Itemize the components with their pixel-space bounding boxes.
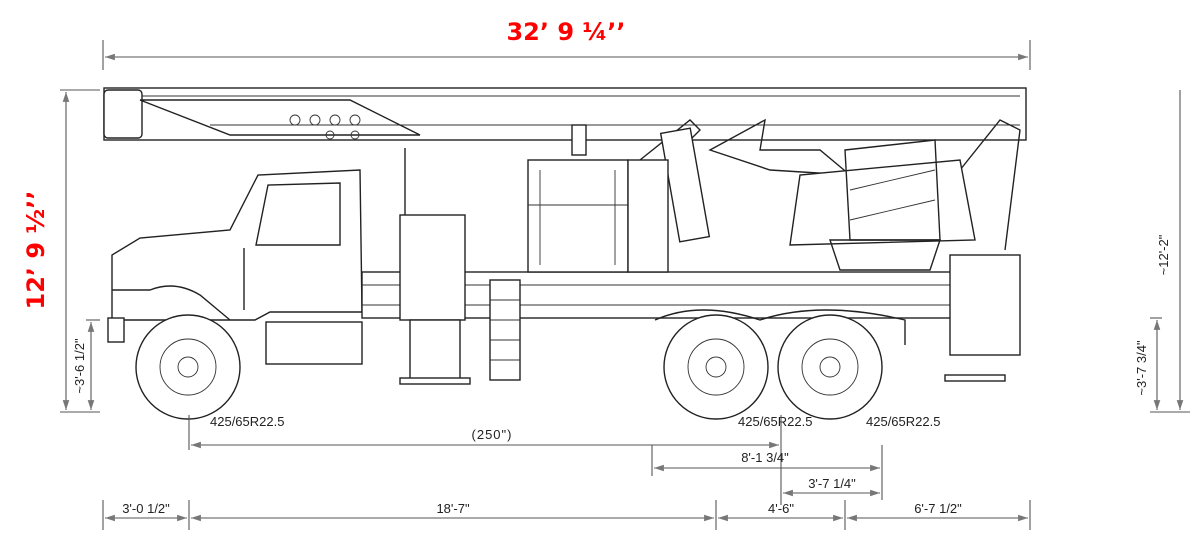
- front-frame-height-label: ~3'-6 1/2": [72, 338, 87, 394]
- rear-overhang-label: 6'-7 1/2": [914, 501, 962, 516]
- overall-length-label: 32’ 9 ¼’’: [506, 18, 625, 46]
- front-overhang-label: 3'-0 1/2": [122, 501, 170, 516]
- rear-wheel-front: [663, 314, 769, 420]
- wheelbase-label: (250"): [472, 427, 513, 442]
- front-wheel: [135, 314, 241, 420]
- overall-length-dimension: 32’ 9 ¼’’: [102, 18, 1031, 70]
- outriggers: [399, 374, 1006, 385]
- rear-frame-height-label: ~3'-7 3/4": [1134, 340, 1149, 396]
- front-tire-label: 425/65R22.5: [210, 414, 284, 429]
- cab-to-axle-label: 18'-7": [436, 501, 470, 516]
- right-height-dimensions: ~12'-2" ~3'-7 3/4": [1134, 90, 1190, 413]
- boom: [103, 87, 1027, 251]
- turret: [789, 139, 976, 271]
- chassis-frame: [361, 214, 1021, 381]
- outer-axles-label: 8'-1 3/4": [741, 450, 789, 465]
- rear-axle-dimensions: 8'-1 3/4" 3'-7 1/4": [651, 445, 883, 500]
- stowed-height-label: ~12'-2": [1156, 234, 1171, 275]
- bottom-dimensions: 3'-0 1/2" 18'-7" 4'-6" 6'-7 1/2": [102, 500, 1031, 530]
- aerial-bucket: [527, 159, 669, 273]
- overall-height-label: 12’ 9 ½’’: [22, 190, 50, 309]
- rear-tire-label-2: 425/65R22.5: [866, 414, 940, 429]
- wheelbase-dimension: (250"): [188, 415, 782, 505]
- tandem-spacing-label: 3'-7 1/4": [808, 476, 856, 491]
- rear-wheel-back: [777, 314, 883, 420]
- tandem-label: 4'-6": [768, 501, 794, 516]
- overall-height-dimension: 12’ 9 ½’’ ~3'-6 1/2": [22, 89, 100, 413]
- rear-tire-label-1: 425/65R22.5: [738, 414, 812, 429]
- truck-cab: [107, 148, 406, 365]
